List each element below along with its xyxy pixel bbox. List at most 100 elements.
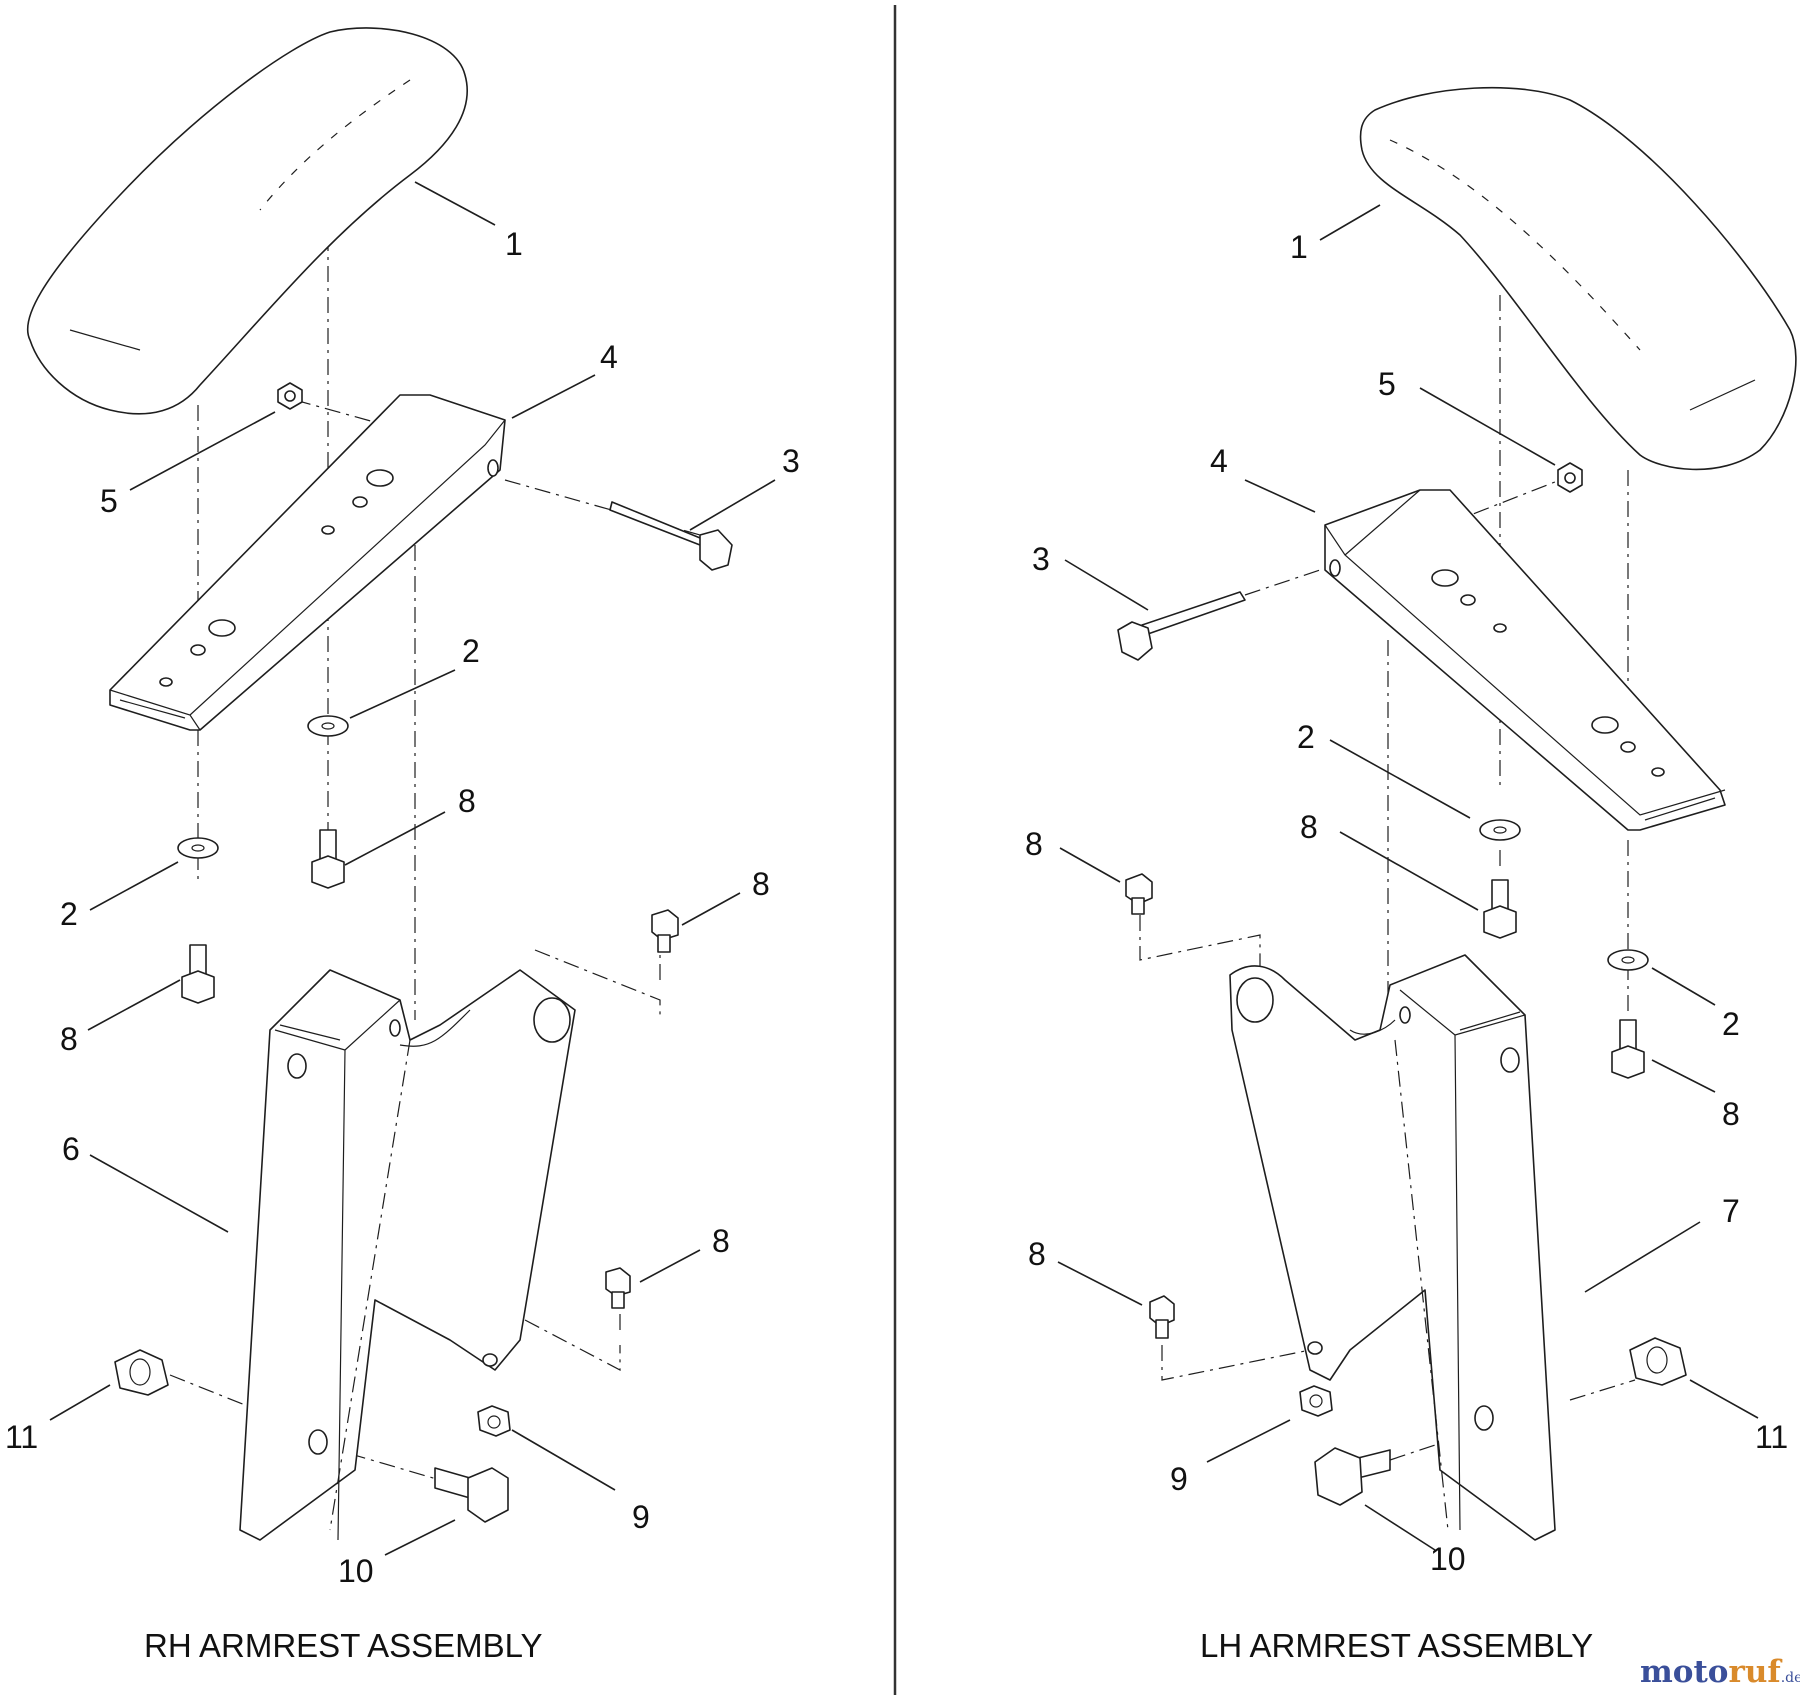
rh-callout-3: 3: [782, 443, 800, 479]
lh-bolt-10-head: [1314, 1447, 1363, 1506]
lh-callout-8d: 8: [1028, 1236, 1046, 1272]
rh-bracket-hole-2: [352, 496, 368, 508]
rh-support-hidden: [329, 1039, 411, 1531]
lh-leader-8c: [1059, 847, 1121, 883]
lh-support-top-hole: [1399, 1006, 1411, 1024]
rh-nut-5-bore: [284, 390, 296, 402]
rh-bracket-hole-5: [190, 644, 206, 656]
rh-callout-2a: 2: [462, 633, 480, 669]
lh-support-spring: [1349, 1019, 1396, 1035]
rh-callout-4: 4: [600, 339, 618, 375]
rh-leader-6: [89, 1154, 229, 1233]
rh-bracket-hole-4: [208, 619, 236, 637]
rh-support-hole-2: [308, 1429, 328, 1455]
rh-bolt-8b-head: [181, 970, 215, 1004]
lh-armrest-bracket: [1324, 489, 1726, 831]
lh-bolt10-axis: [1389, 1429, 1481, 1461]
rh-callout-11: 11: [5, 1419, 38, 1455]
lh-leader-5: [1419, 387, 1556, 466]
rh-nut11-axis: [169, 1374, 246, 1406]
rh-callout-8c: 8: [752, 866, 770, 902]
lh-callout-4: 4: [1210, 443, 1228, 479]
rh-bracket-hole-6: [159, 677, 173, 687]
lh-callout-8b: 8: [1722, 1096, 1740, 1132]
rh-bolt-3-head: [699, 529, 733, 571]
lh-bolt-axis: [1244, 564, 1336, 596]
lh-leader-3: [1064, 559, 1149, 611]
rh-leader-5: [129, 411, 276, 491]
rh-support-edge: [274, 999, 401, 1541]
lh-locknut-9-bore: [1309, 1394, 1323, 1408]
rh-leader-11: [49, 1384, 111, 1421]
lh-bracket-hole-1: [1431, 569, 1459, 587]
lh-bracket-side-hole: [1329, 559, 1341, 577]
rh-callout-2b: 2: [60, 896, 78, 932]
rh-pin-path-1: [534, 949, 661, 1015]
lh-leader-11: [1689, 1379, 1759, 1419]
lh-leader-8b: [1651, 1059, 1716, 1093]
lh-pin-path-2: [1161, 1345, 1311, 1381]
rh-leader-8b: [87, 979, 181, 1031]
watermark-part2: ruf: [1728, 1654, 1782, 1690]
lh-bracket-hole-3: [1493, 623, 1507, 633]
lh-leader-1: [1319, 204, 1381, 241]
lh-leader-8a: [1339, 831, 1479, 911]
rh-leader-2a: [349, 669, 456, 719]
rh-pin-8c: [651, 909, 679, 941]
lh-pin-8d: [1149, 1295, 1175, 1327]
rh-callout-6: 6: [62, 1131, 80, 1167]
lh-nut11-axis: [1569, 1379, 1636, 1401]
rh-support-hole-1: [287, 1053, 307, 1079]
rh-bolt-8a-head: [311, 855, 345, 889]
rh-pin-path-2: [524, 1310, 621, 1371]
lh-leader-4: [1244, 479, 1316, 513]
rh-pad-crease: [69, 329, 141, 351]
rh-callout-5: 5: [100, 483, 118, 519]
watermark-suffix: .de: [1781, 1670, 1800, 1686]
rh-washer-2b: [177, 837, 219, 859]
lh-support-hole-3: [1307, 1341, 1323, 1355]
lh-bolt-3-head: [1117, 621, 1153, 661]
rh-assembly: 1 4 5 3 2 8 2 8 8 6 8 11 9 10 RH ARMREST…: [5, 27, 800, 1664]
lh-callout-1: 1: [1290, 229, 1308, 265]
lh-bracket-hole-4: [1591, 716, 1619, 734]
lh-washer-2b: [1607, 949, 1649, 971]
rh-nut-11: [114, 1349, 169, 1396]
lh-caption: LH ARMREST ASSEMBLY: [1200, 1627, 1593, 1664]
lh-leader-2b: [1651, 967, 1716, 1006]
rh-armrest-support: [239, 969, 576, 1541]
lh-leader-7: [1584, 1221, 1701, 1293]
lh-pad-seam: [1389, 139, 1641, 351]
rh-bracket-side-hole: [487, 459, 499, 477]
lh-bolt-8b-head: [1611, 1045, 1645, 1079]
lh-support-edge: [1399, 989, 1526, 1531]
rh-caption: RH ARMREST ASSEMBLY: [144, 1627, 543, 1664]
rh-washer-2b-bore: [191, 844, 205, 852]
lh-leader-9: [1206, 1419, 1291, 1463]
lh-nut-11: [1629, 1337, 1687, 1386]
rh-support-lip: [279, 1024, 341, 1041]
lh-callout-3: 3: [1032, 541, 1050, 577]
lh-callout-11: 11: [1755, 1419, 1788, 1455]
rh-pin-8c-tip: [657, 934, 671, 953]
lh-support-hole-1: [1500, 1047, 1520, 1073]
lh-bracket-hole-6: [1651, 767, 1665, 777]
rh-leader-8d: [639, 1249, 701, 1283]
lh-leader-8d: [1057, 1261, 1143, 1306]
rh-callout-1: 1: [505, 226, 523, 262]
lh-washer-2a: [1479, 819, 1521, 841]
lh-pad-crease: [1689, 379, 1756, 411]
rh-support-top-hole: [389, 1019, 401, 1037]
rh-bracket-hole-3: [321, 525, 335, 535]
lh-washer-2a-bore: [1493, 826, 1507, 834]
rh-callout-8b: 8: [60, 1021, 78, 1057]
watermark-logo: motoruf.de: [1640, 1654, 1800, 1690]
rh-nut-axis: [294, 399, 386, 426]
lh-nut-5-bore: [1564, 472, 1576, 484]
lh-callout-7: 7: [1722, 1193, 1740, 1229]
rh-nut-11-bore: [129, 1358, 151, 1386]
lh-bolt-3-shank: [1141, 591, 1246, 636]
lh-pin-path-1: [1139, 915, 1261, 970]
